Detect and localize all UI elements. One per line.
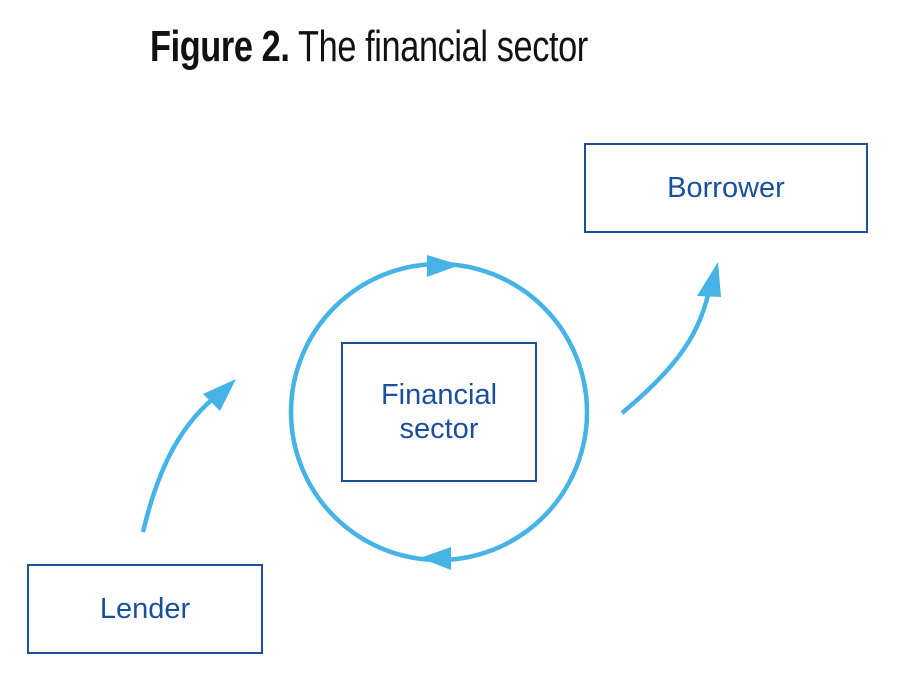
cycle-arrowhead-top <box>427 255 460 277</box>
lender-arrowhead <box>203 379 236 411</box>
borrower-box: Borrower <box>584 143 868 233</box>
financial-sector-label-line1: Financial <box>380 379 498 411</box>
cycle-arrowhead-bottom <box>420 547 451 570</box>
borrower-label: Borrower <box>667 172 785 204</box>
lender-label: Lender <box>99 593 191 625</box>
sector-to-borrower-arrow <box>620 284 713 415</box>
financial-sector-label-line2: sector <box>399 413 479 445</box>
lender-box: Lender <box>27 564 263 654</box>
figure-label: Figure 2. <box>150 22 290 71</box>
figure-title: Figure 2. The financial sector <box>150 22 588 72</box>
figure-caption: The financial sector <box>298 22 588 71</box>
lender-to-sector-arrow <box>140 391 222 533</box>
borrower-arrowhead <box>697 262 721 297</box>
